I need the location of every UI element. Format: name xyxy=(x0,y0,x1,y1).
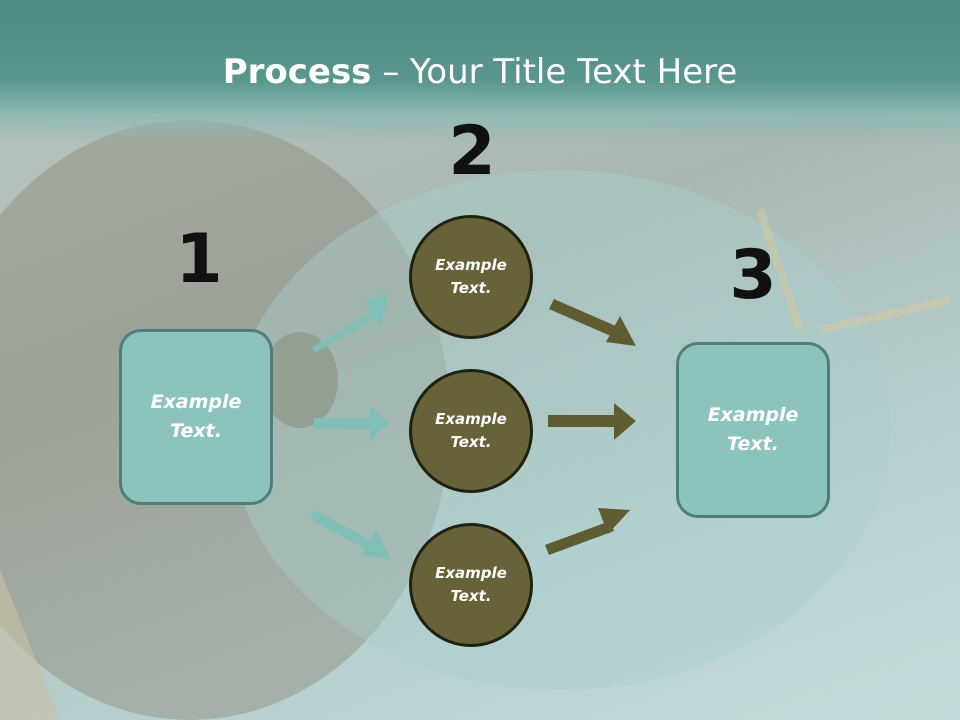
title-band xyxy=(0,0,960,145)
title-rest: – Your Title Text Here xyxy=(371,52,738,92)
step-2-circle-bottom: Example Text. xyxy=(409,523,533,647)
teal-arrow-up xyxy=(312,293,389,353)
step-3-text: Example Text. xyxy=(707,404,799,455)
step-2-text-top: Example Text. xyxy=(435,256,507,297)
title-bold: Process xyxy=(222,52,372,92)
step-3-box: Example Text. xyxy=(676,342,830,518)
olive-arrow-down xyxy=(549,299,636,346)
step-2-text-middle: Example Text. xyxy=(435,410,507,451)
step-1-box: Example Text. xyxy=(119,329,273,505)
step-2-text-bottom: Example Text. xyxy=(435,564,507,605)
step-3-number: 3 xyxy=(729,236,777,315)
step-1-text: Example Text. xyxy=(150,391,242,442)
olive-arrow-middle xyxy=(548,403,636,440)
olive-arrow-up xyxy=(545,508,630,555)
step-2-circle-top: Example Text. xyxy=(409,215,533,339)
step-2-number: 2 xyxy=(448,112,496,191)
teal-arrow-down xyxy=(310,510,391,560)
step-2-circle-middle: Example Text. xyxy=(409,369,533,493)
teal-arrow-middle xyxy=(314,406,389,441)
slide-title: Process – Your Title Text Here xyxy=(0,52,960,92)
step-1-number: 1 xyxy=(175,220,223,299)
